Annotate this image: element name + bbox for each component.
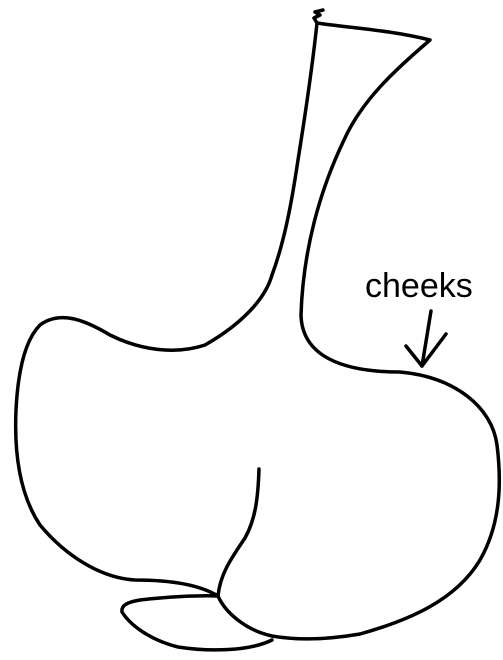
inner-fold-curve [218,469,259,596]
outline-group [16,10,500,650]
cheeks-label: cheeks [365,267,473,305]
lower-lobe-outline [122,596,272,650]
top-jagged-edge [314,10,323,23]
